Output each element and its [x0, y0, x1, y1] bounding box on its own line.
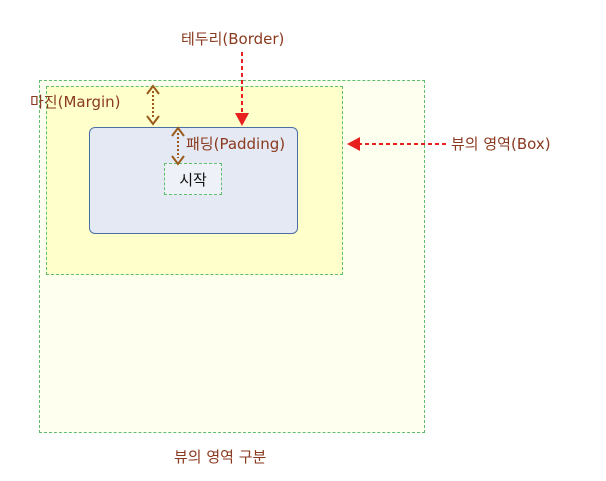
content-area-box: 시작: [164, 163, 222, 195]
padding-label: 패딩(Padding): [186, 135, 286, 153]
diagram-caption: 뷰의 영역 구분: [174, 448, 267, 466]
box-label: 뷰의 영역(Box): [451, 135, 551, 153]
border-label: 테두리(Border): [181, 30, 285, 48]
content-label-start: 시작: [179, 170, 207, 189]
margin-label: 마진(Margin): [30, 93, 121, 111]
